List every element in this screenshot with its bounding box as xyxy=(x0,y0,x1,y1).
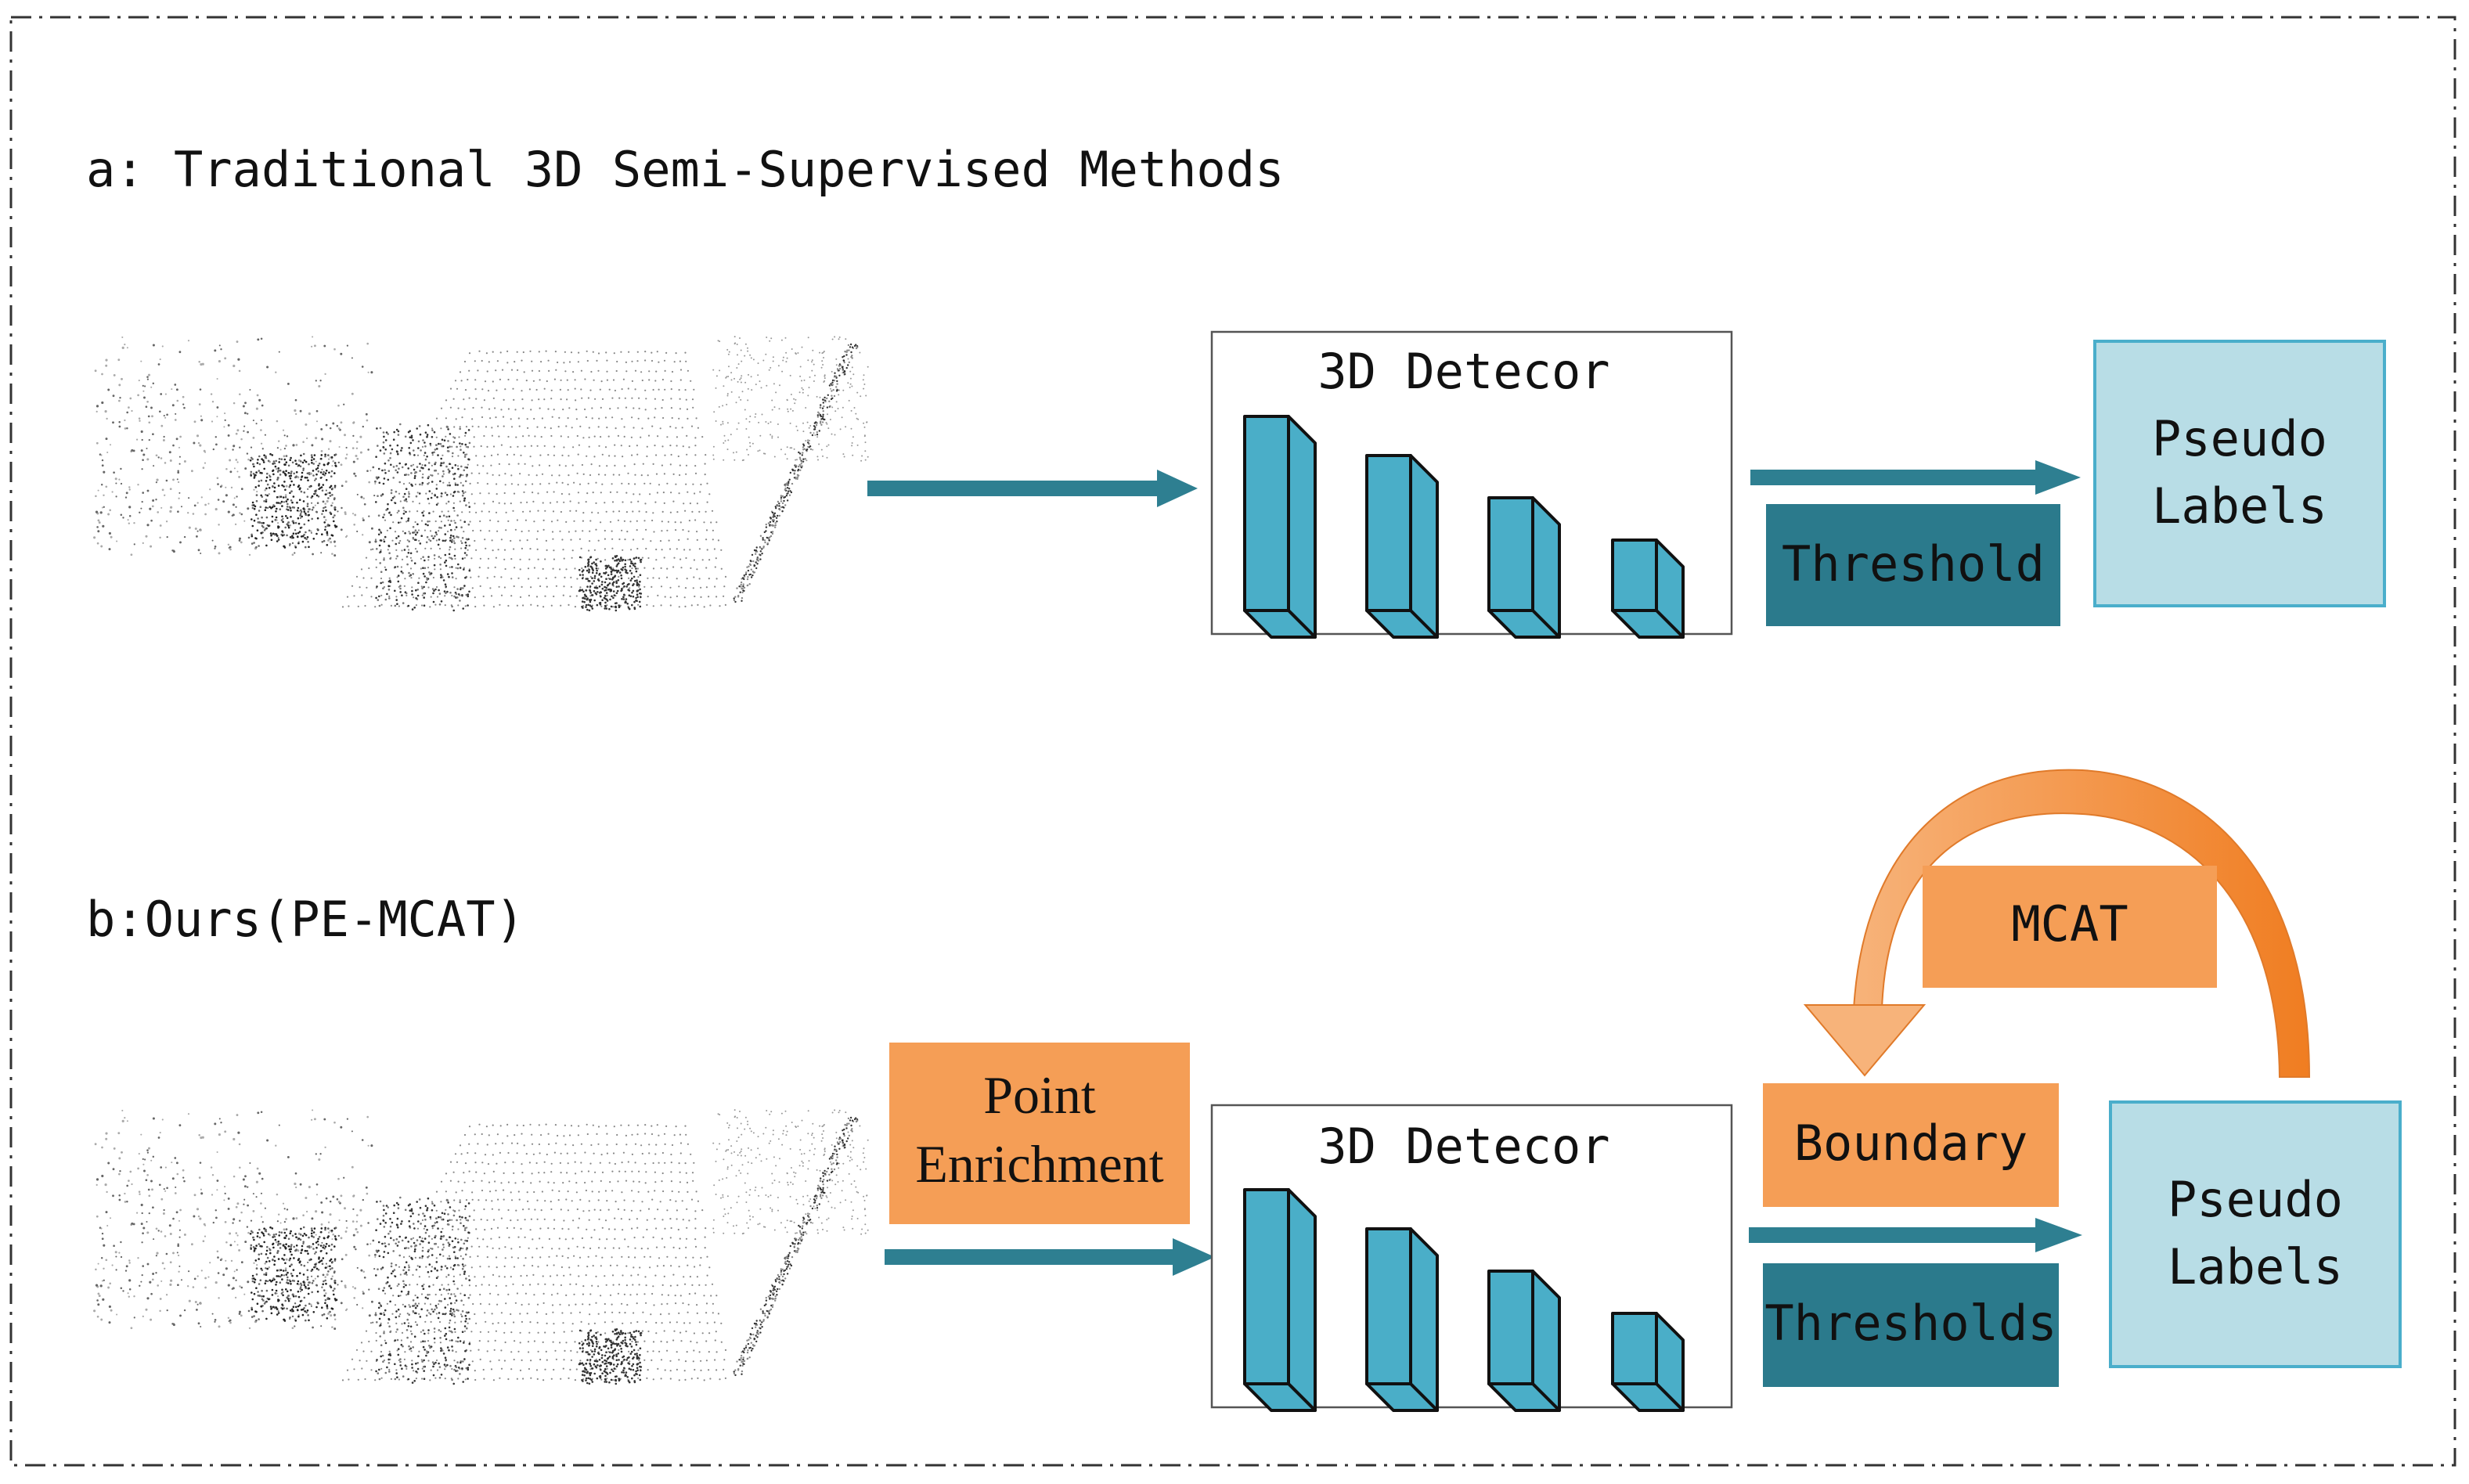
detector-label-b: 3D Detecor xyxy=(1317,1118,1609,1175)
arrow-to-detector-a xyxy=(867,470,1198,507)
pseudo-labels-line2-a: Labels xyxy=(2152,477,2327,535)
arrow-to-pseudo-labels-b xyxy=(1749,1218,2082,1252)
detector-label-a: 3D Detecor xyxy=(1317,343,1609,400)
pseudo-labels-line1-a: Pseudo xyxy=(2152,410,2327,467)
point-cloud-image-b xyxy=(93,1109,869,1385)
threshold-label-a: Threshold xyxy=(1782,535,2045,593)
detector-layer-face xyxy=(1365,1227,1412,1385)
arrow-to-detector-b xyxy=(885,1238,1215,1276)
detector-layer-face xyxy=(1487,609,1561,639)
section-a-title: a: Traditional 3D Semi-Supervised Method… xyxy=(86,141,1284,198)
detector-layer-face xyxy=(1243,415,1290,612)
point-cloud-image-a xyxy=(93,336,869,612)
detector-layer-face xyxy=(1611,1312,1658,1385)
detector-layer-face xyxy=(1287,415,1317,639)
thresholds-label: Thresholds xyxy=(1764,1295,2056,1352)
detector-layer-face xyxy=(1365,609,1439,639)
detector-layer-face xyxy=(1487,1270,1534,1385)
detector-layers-b xyxy=(1243,1188,1685,1412)
detector-layer-face xyxy=(1243,1188,1290,1385)
pseudo-labels-line2-b: Labels xyxy=(2168,1238,2343,1295)
arrow-to-pseudo-labels-a xyxy=(1750,460,2081,495)
detector-box-b: 3D Detecor xyxy=(1210,1104,1733,1412)
detector-layer-face xyxy=(1243,1382,1317,1412)
detector-layer-face xyxy=(1365,1382,1439,1412)
detector-layer-face xyxy=(1611,609,1685,639)
detector-layer-face xyxy=(1409,454,1439,639)
pseudo-labels-box-b: Pseudo Labels xyxy=(2109,1100,2402,1368)
mcat-label: MCAT xyxy=(2011,895,2128,953)
section-b-title: b:Ours(PE-MCAT) xyxy=(86,891,524,948)
thresholds-box: Thresholds xyxy=(1763,1263,2059,1387)
detector-layer-face xyxy=(1365,454,1412,612)
detector-layer-face xyxy=(1409,1227,1439,1412)
detector-layer-face xyxy=(1243,609,1317,639)
detector-layer-face xyxy=(1611,538,1658,612)
detector-box-a: 3D Detecor xyxy=(1210,330,1733,639)
pseudo-labels-line1-b: Pseudo xyxy=(2168,1171,2343,1228)
outer-frame xyxy=(9,16,2456,1467)
threshold-box-a: Threshold xyxy=(1766,504,2060,626)
point-enrichment-box: Point Enrichment xyxy=(889,1043,1190,1224)
point-enrichment-line2: Enrichment xyxy=(915,1134,1163,1194)
mcat-box: MCAT xyxy=(1923,866,2217,988)
boundary-box: Boundary xyxy=(1763,1083,2059,1207)
detector-layer-face xyxy=(1487,1382,1561,1412)
pseudo-labels-box-a: Pseudo Labels xyxy=(2093,340,2386,607)
feedback-arc-arrow xyxy=(1803,769,2311,1078)
detector-layers-a xyxy=(1243,415,1685,639)
point-enrichment-line1: Point xyxy=(983,1065,1096,1125)
boundary-label: Boundary xyxy=(1794,1115,2028,1172)
detector-layer-face xyxy=(1287,1188,1317,1412)
detector-layer-face xyxy=(1611,1382,1685,1412)
detector-layer-face xyxy=(1487,496,1534,612)
